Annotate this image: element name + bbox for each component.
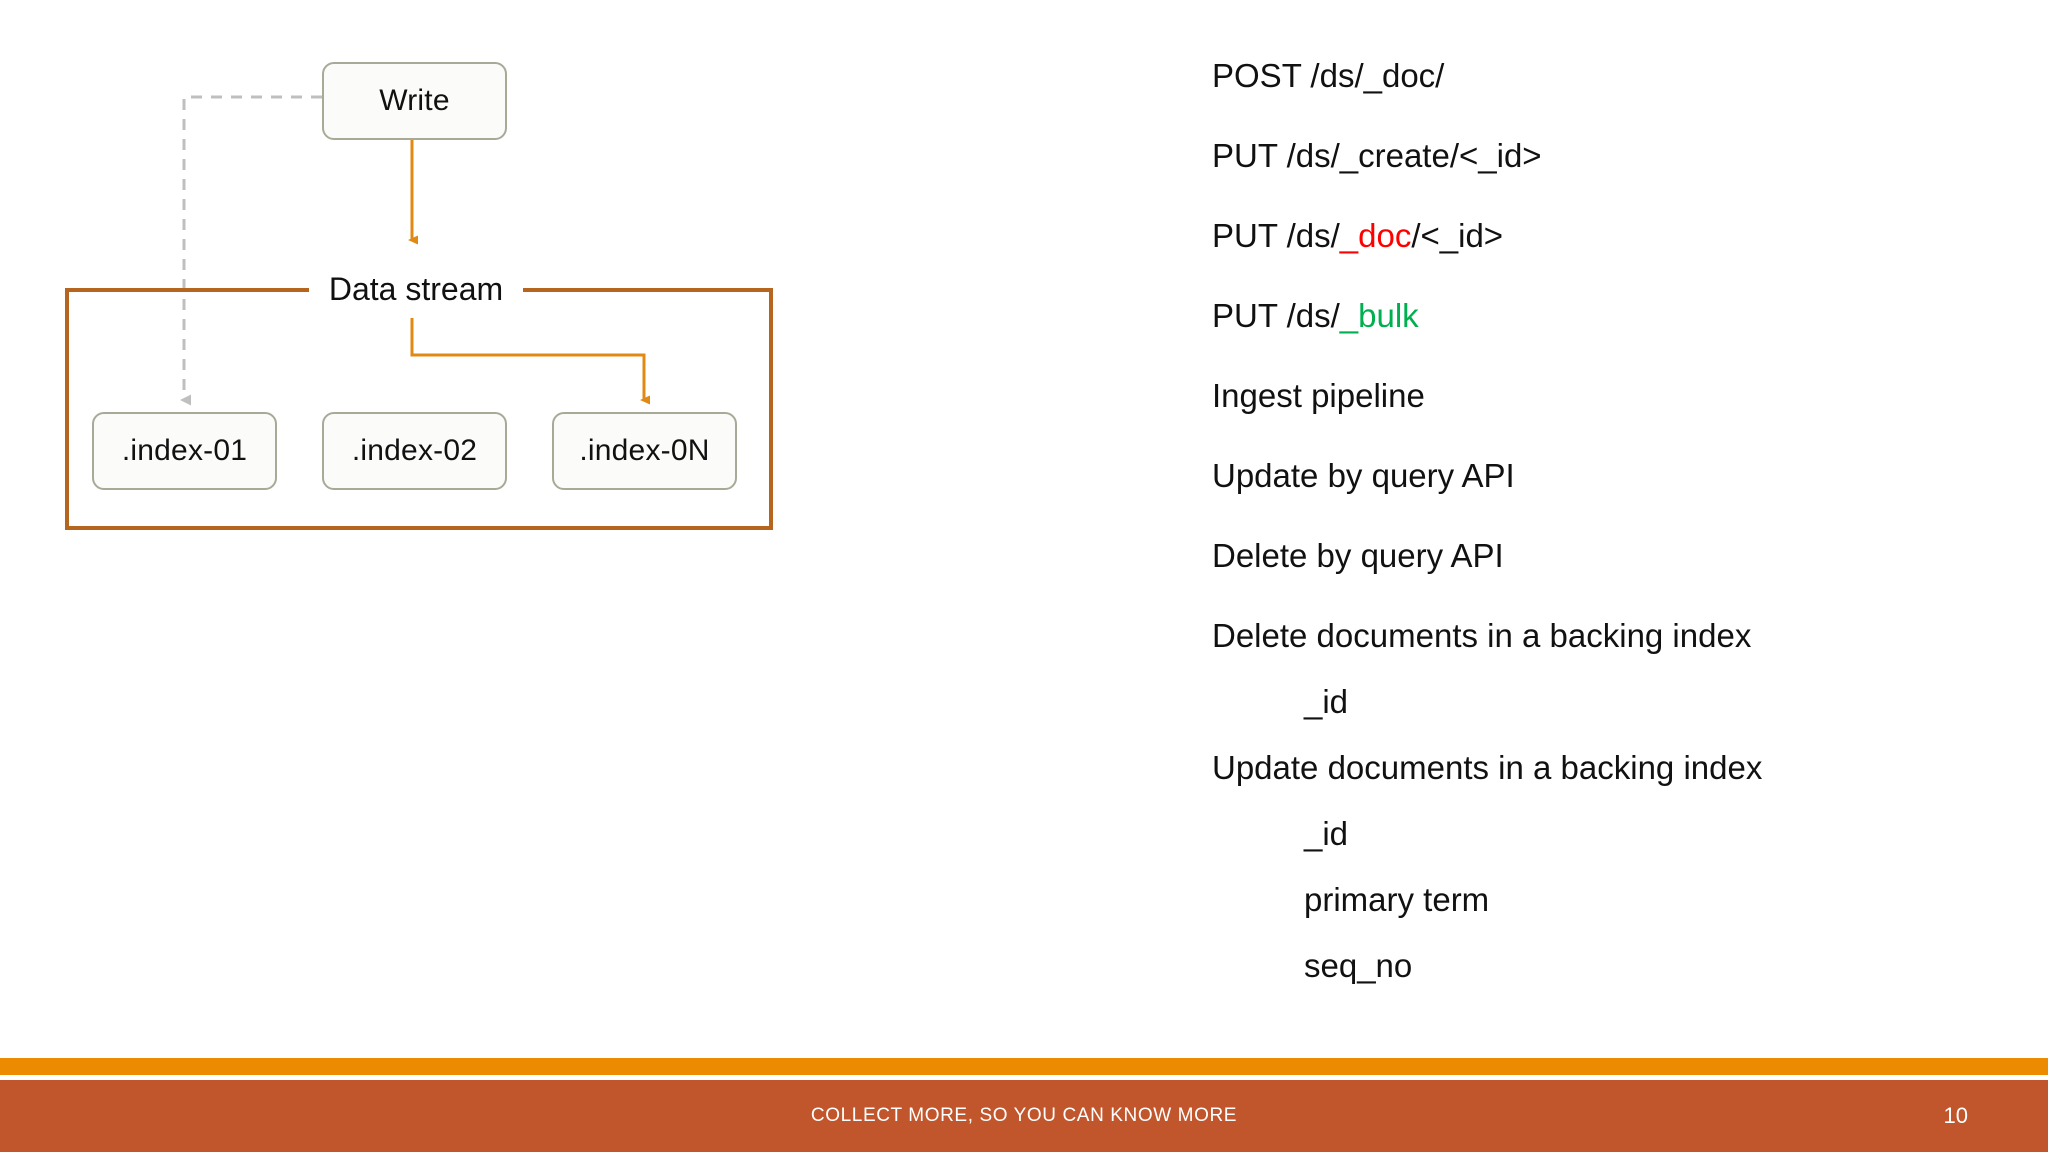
list-item-post-ds-doc: POST /ds/_doc/ [1212, 55, 2002, 96]
list-item-update-field-id: _id [1212, 813, 2002, 854]
container-border-top-left [65, 288, 317, 292]
list-item-put-ds-doc-id: PUT /ds/_doc/<_id> [1212, 215, 2002, 256]
text-segment: _bulk [1339, 297, 1419, 334]
text-segment: PUT /ds/_create/<_id> [1212, 137, 1542, 174]
node-index-01[interactable]: .index-01 [92, 412, 277, 490]
text-segment: primary term [1304, 881, 1490, 918]
text-segment: Delete by query API [1212, 537, 1504, 574]
slide-footer: COLLECT MORE, SO YOU CAN KNOW MORE 10 [0, 1058, 2048, 1152]
text-segment: Ingest pipeline [1212, 377, 1425, 414]
list-item-put-ds-bulk: PUT /ds/_bulk [1212, 295, 2002, 336]
text-segment: _doc [1339, 217, 1412, 254]
text-segment: PUT /ds/ [1212, 217, 1340, 254]
footer-divider-gap [0, 1075, 2048, 1080]
text-segment: _id [1304, 815, 1349, 852]
list-item-delete-by-query-api: Delete by query API [1212, 535, 2002, 576]
data-stream-label: Data stream [309, 263, 523, 315]
slide-page-number: 10 [1943, 1103, 1968, 1128]
text-segment: /<_id> [1411, 217, 1504, 254]
text-segment: _id [1304, 683, 1349, 720]
container-border-bottom [65, 526, 773, 530]
text-segment: Update by query API [1212, 457, 1515, 494]
footer-band [0, 1080, 2048, 1152]
footer-accent-stripe [0, 1058, 2048, 1075]
text-segment: PUT /ds/ [1212, 297, 1340, 334]
data-stream-diagram: Data stream Write .index-01 .index-02 .i… [0, 0, 900, 560]
container-border-top-right [513, 288, 773, 292]
list-item-delete-field-id: _id [1212, 681, 2002, 722]
container-border-right [769, 288, 773, 530]
list-item-put-ds-create-id: PUT /ds/_create/<_id> [1212, 135, 2002, 176]
text-segment: POST /ds/_doc/ [1212, 57, 1445, 94]
footer-title: COLLECT MORE, SO YOU CAN KNOW MORE [810, 1105, 1238, 1126]
list-item-update-field-seq-no: seq_no [1212, 945, 2002, 986]
node-index-02[interactable]: .index-02 [322, 412, 507, 490]
list-item-ingest-pipeline: Ingest pipeline [1212, 375, 2002, 416]
data-stream-container: Data stream [65, 263, 773, 530]
text-segment: Delete documents in a backing index [1212, 617, 1752, 654]
api-operations-list: POST /ds/_doc/PUT /ds/_create/<_id> PUT /… [1212, 55, 2002, 1011]
list-item-delete-documents-backing-index: Delete documents in a backing index [1212, 615, 2002, 656]
text-segment: seq_no [1304, 947, 1413, 984]
node-write[interactable]: Write [322, 62, 507, 140]
list-item-update-by-query-api: Update by query API [1212, 455, 2002, 496]
text-segment: Update documents in a backing index [1212, 749, 1763, 786]
node-index-0N[interactable]: .index-0N [552, 412, 737, 490]
container-border-left [65, 288, 69, 530]
list-item-update-documents-backing-index: Update documents in a backing index [1212, 747, 2002, 788]
list-item-update-field-primary-term: primary term [1212, 879, 2002, 920]
